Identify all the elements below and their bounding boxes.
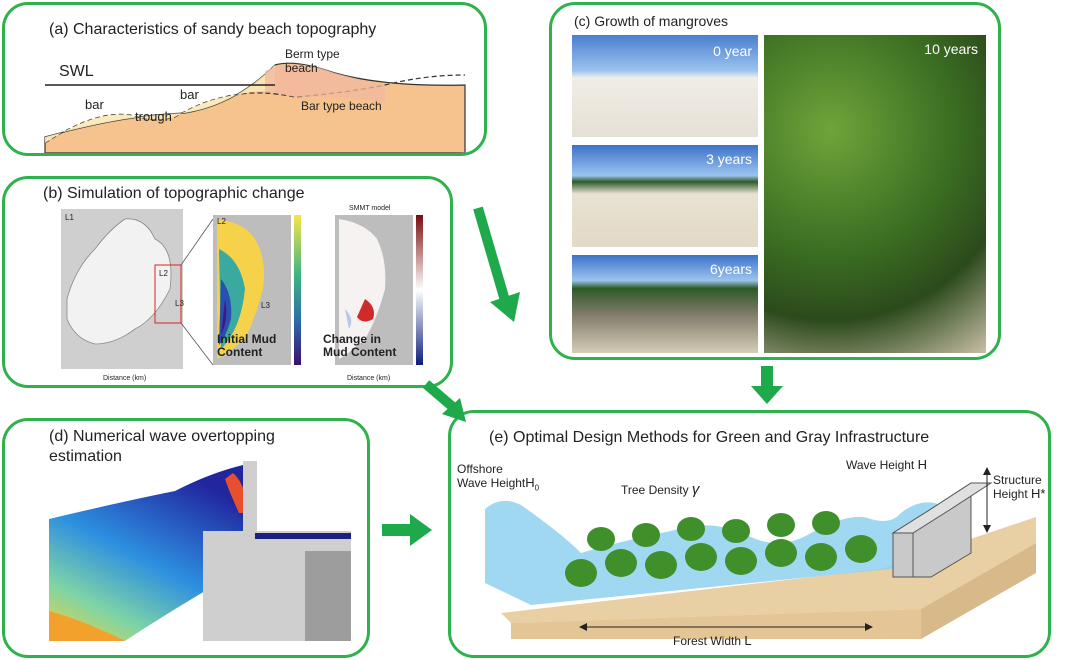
- structure-height-text: Structure Height: [993, 473, 1042, 501]
- wave-height-label: Wave Height H: [846, 457, 927, 472]
- swl-label: SWL: [59, 63, 94, 80]
- berm-label: Berm type beach: [285, 47, 340, 75]
- map2-caption: Initial Mud Content: [217, 332, 277, 359]
- forest-width-text: Forest Width: [673, 634, 742, 648]
- bar1-label: bar: [85, 97, 104, 112]
- overtopping-simulation: [49, 461, 351, 641]
- panel-c-title: (c) Growth of mangroves: [574, 13, 729, 29]
- photo-3-label: 3 years: [706, 151, 752, 167]
- panel-c: (c) Growth of mangroves 0 year 3 years 6…: [549, 2, 1001, 360]
- tree-density-label: Tree Density γ: [621, 481, 699, 498]
- map1-l3: L3: [175, 299, 184, 308]
- map2-corner: L2: [217, 217, 226, 226]
- trough-label: trough: [135, 109, 172, 124]
- arrow-b-to-e-diagonal: [473, 206, 520, 322]
- map1-xlabel: Distance (km): [103, 375, 147, 382]
- green-gray-infrastructure-diagram: [485, 467, 1036, 639]
- photo-10-label: 10 years: [924, 41, 978, 57]
- offshore-label: Offshore Wave HeightH0: [457, 463, 539, 494]
- panel-e-title: (e) Optimal Design Methods for Green and…: [489, 429, 930, 446]
- offshore-text: Offshore Wave Height: [457, 462, 526, 490]
- berm-type-profile: [44, 62, 466, 153]
- photo-0-label: 0 year: [713, 43, 752, 59]
- tree-density-symbol: γ: [691, 481, 700, 498]
- photo-0-year: 0 year: [572, 35, 758, 137]
- panel-a-title: (a) Characteristics of sandy beach topog…: [49, 21, 377, 38]
- arrow-c-to-e: [751, 366, 783, 404]
- sand-slope: [501, 517, 1036, 623]
- forest-width-symbol: L: [744, 633, 752, 648]
- wave-height-symbol: H: [917, 457, 927, 472]
- offshore-subscript: 0: [534, 483, 540, 493]
- photo-6-label: 6years: [709, 261, 752, 277]
- map1-corner: L1: [65, 213, 74, 222]
- map3-caption: Change in Mud Content: [323, 332, 397, 359]
- wave-height-text: Wave Height: [846, 458, 915, 472]
- photo-6-years: 6years: [572, 255, 758, 353]
- mangrove-forest: [565, 511, 877, 587]
- beach-profile-diagram: [44, 62, 466, 153]
- bar2-label: bar: [180, 87, 199, 102]
- photo-3-years: 3 years: [572, 145, 758, 247]
- topography-maps: [61, 209, 423, 369]
- land-shape-1: [66, 218, 172, 345]
- tree-density-text: Tree Density: [621, 483, 689, 497]
- panel-d-title: (d) Numerical wave overtopping estimatio…: [49, 428, 275, 465]
- offshore-symbol: H: [525, 475, 535, 490]
- panel-a: (a) Characteristics of sandy beach topog…: [2, 2, 487, 156]
- panel-b: (b) Simulation of topographic change L1: [2, 176, 453, 388]
- map3-title: SMMT model: [349, 205, 391, 212]
- map1-l2: L2: [159, 269, 168, 278]
- arrow-b-to-e: [422, 380, 466, 422]
- forest-width-label: Forest Width L: [673, 633, 752, 648]
- wave-field: [49, 465, 250, 641]
- map2-l3: L3: [261, 301, 270, 310]
- map3-xlabel: Distance (km): [347, 375, 391, 382]
- bar-type-label: Bar type beach: [301, 99, 382, 113]
- structure-height-label: Structure Height H*: [993, 473, 1045, 501]
- arrow-d-to-e: [382, 514, 432, 546]
- panel-b-title: (b) Simulation of topographic change: [43, 185, 305, 202]
- panel-e: (e) Optimal Design Methods for Green and…: [448, 410, 1051, 658]
- panel-d: (d) Numerical wave overtopping estimatio…: [2, 418, 370, 658]
- structure-height-symbol: H*: [1031, 486, 1046, 501]
- photo-10-years: 10 years: [764, 35, 986, 353]
